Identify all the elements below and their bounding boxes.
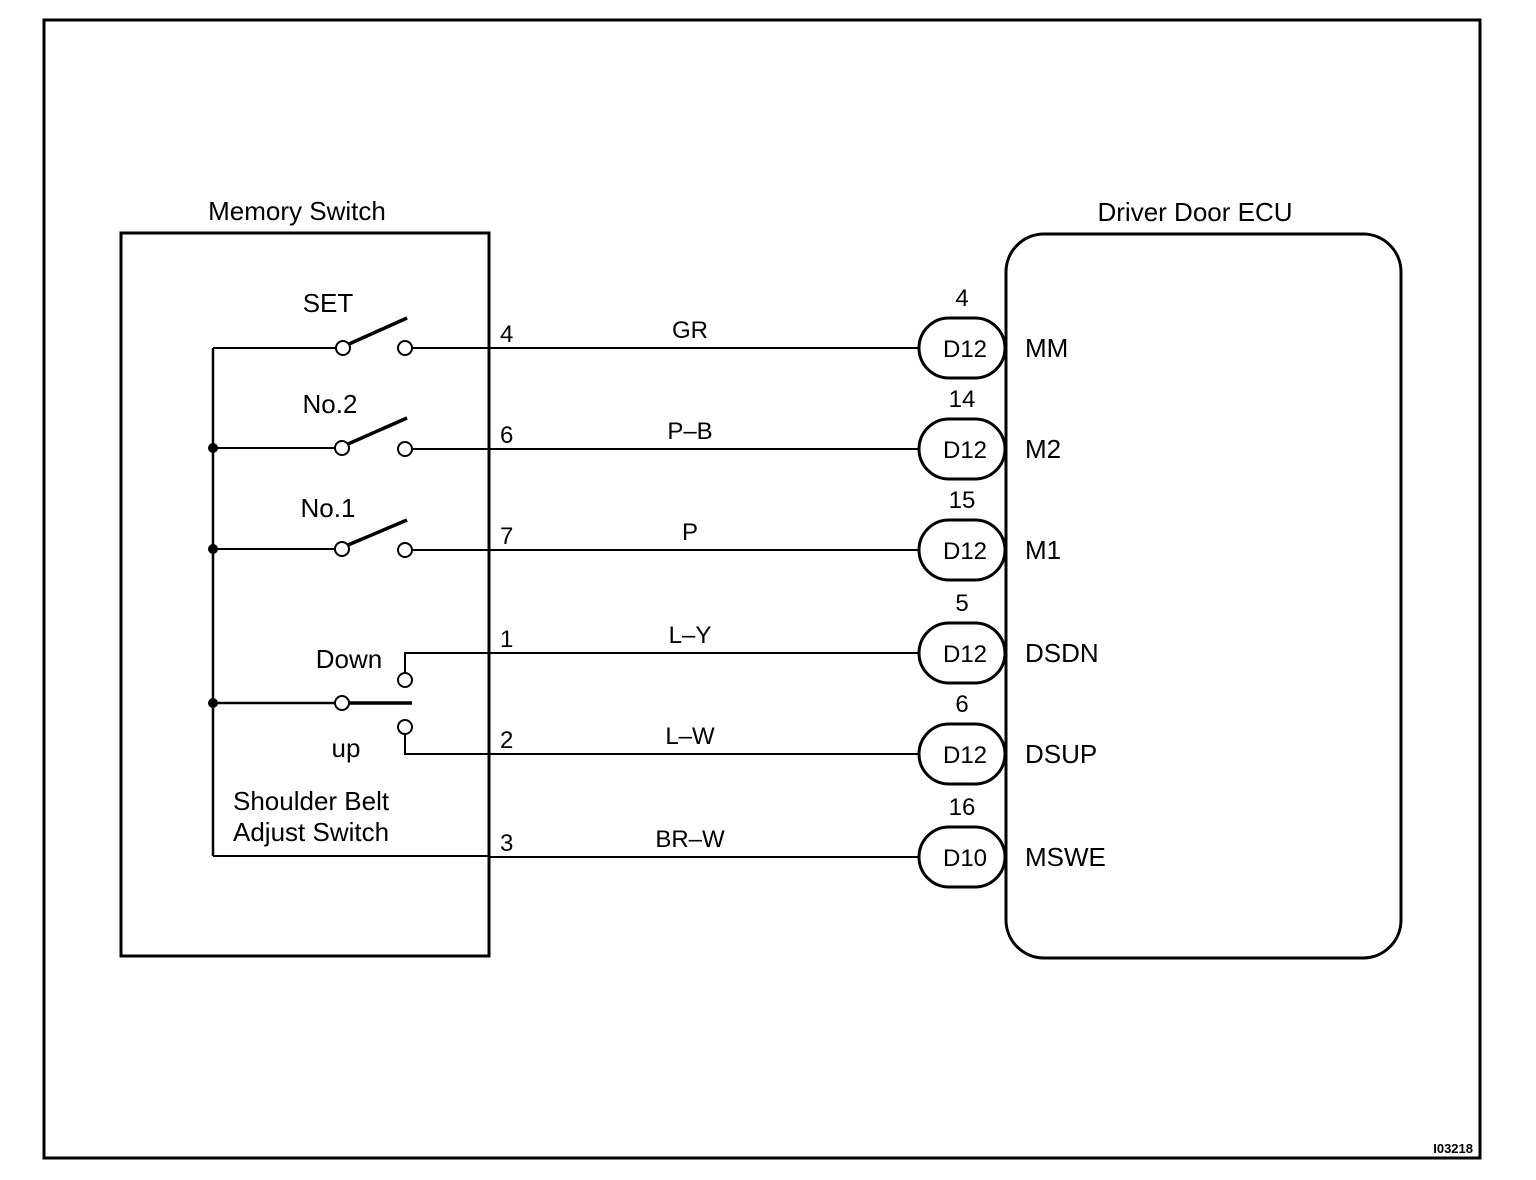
switch-contact bbox=[397, 542, 413, 558]
ecu-terminal-label: MSWE bbox=[1025, 842, 1106, 872]
wire-color-label: L–Y bbox=[669, 622, 712, 649]
switch-lever bbox=[347, 416, 408, 446]
switch-label: No.2 bbox=[303, 389, 358, 419]
up-contact bbox=[397, 719, 413, 735]
ecu-terminal-label: MM bbox=[1025, 333, 1068, 363]
outer-frame bbox=[42, 18, 1482, 1160]
up-label: up bbox=[332, 733, 361, 763]
junction-dot bbox=[208, 443, 218, 453]
connector-label: D12 bbox=[943, 641, 987, 668]
down-contact bbox=[397, 672, 413, 688]
driver-door-ecu: Driver Door ECU bbox=[1004, 197, 1403, 960]
switch-pin-number: 7 bbox=[500, 523, 513, 550]
connector-label: D12 bbox=[943, 437, 987, 464]
wire-color-label: P–B bbox=[667, 418, 712, 445]
switch-name-line1: Shoulder Belt bbox=[233, 786, 390, 816]
switch-contact bbox=[397, 340, 413, 356]
memory-switch: Memory Switch bbox=[119, 196, 491, 958]
shoulder-belt-switch: Down up Shoulder Belt Adjust Switch bbox=[208, 644, 490, 847]
connector-label: D12 bbox=[943, 538, 987, 565]
ecu-pin-number: 5 bbox=[955, 590, 968, 617]
switch-contact bbox=[334, 541, 350, 557]
memory-switch-box bbox=[119, 231, 491, 958]
ecu-pin-number: 14 bbox=[949, 386, 976, 413]
switch-pin-number: 3 bbox=[500, 830, 513, 857]
down-lead bbox=[404, 652, 490, 673]
switch-contact bbox=[335, 340, 351, 356]
ecu-terminal-label: DSDN bbox=[1025, 638, 1099, 668]
switch-contact bbox=[397, 441, 413, 457]
switch-label: No.1 bbox=[301, 493, 356, 523]
figure-id: I03218 bbox=[1433, 1141, 1473, 1156]
wire-color-label: L–W bbox=[665, 723, 715, 750]
junction-dot bbox=[208, 544, 218, 554]
memory-switch-title: Memory Switch bbox=[208, 196, 386, 226]
switch-lever bbox=[348, 316, 408, 346]
switch-label: SET bbox=[303, 288, 354, 318]
ecu-terminal-label: M1 bbox=[1025, 535, 1061, 565]
switch-no1: No.1 bbox=[208, 493, 413, 558]
switch-contact bbox=[334, 695, 350, 711]
junction-dot bbox=[208, 698, 218, 708]
ecu-pin-number: 6 bbox=[955, 691, 968, 718]
ecu-pin-number: 15 bbox=[949, 487, 976, 514]
ecu-pin-number: 16 bbox=[949, 794, 976, 821]
wire-color-label: BR–W bbox=[655, 826, 725, 853]
switch-set: SET bbox=[303, 288, 413, 356]
wire-color-label: GR bbox=[672, 317, 708, 344]
ecu-pin-number: 4 bbox=[955, 285, 968, 312]
switch-name-line2: Adjust Switch bbox=[233, 817, 389, 847]
switch-pin-number: 2 bbox=[500, 727, 513, 754]
switch-pin-number: 6 bbox=[500, 422, 513, 449]
switch-pin-number: 1 bbox=[500, 626, 513, 653]
connector-label: D12 bbox=[943, 742, 987, 769]
wire-color-label: P bbox=[682, 519, 698, 546]
ecu-title: Driver Door ECU bbox=[1097, 197, 1292, 227]
connector-label: D12 bbox=[943, 336, 987, 363]
ecu-terminal-label: M2 bbox=[1025, 434, 1061, 464]
up-lead bbox=[404, 734, 490, 755]
down-label: Down bbox=[316, 644, 382, 674]
connector-label: D10 bbox=[943, 845, 987, 872]
switch-no2: No.2 bbox=[208, 389, 413, 457]
switch-pin-number: 4 bbox=[500, 321, 513, 348]
ecu-terminal-label: DSUP bbox=[1025, 739, 1097, 769]
switch-lever bbox=[347, 518, 408, 547]
switch-contact bbox=[334, 440, 350, 456]
